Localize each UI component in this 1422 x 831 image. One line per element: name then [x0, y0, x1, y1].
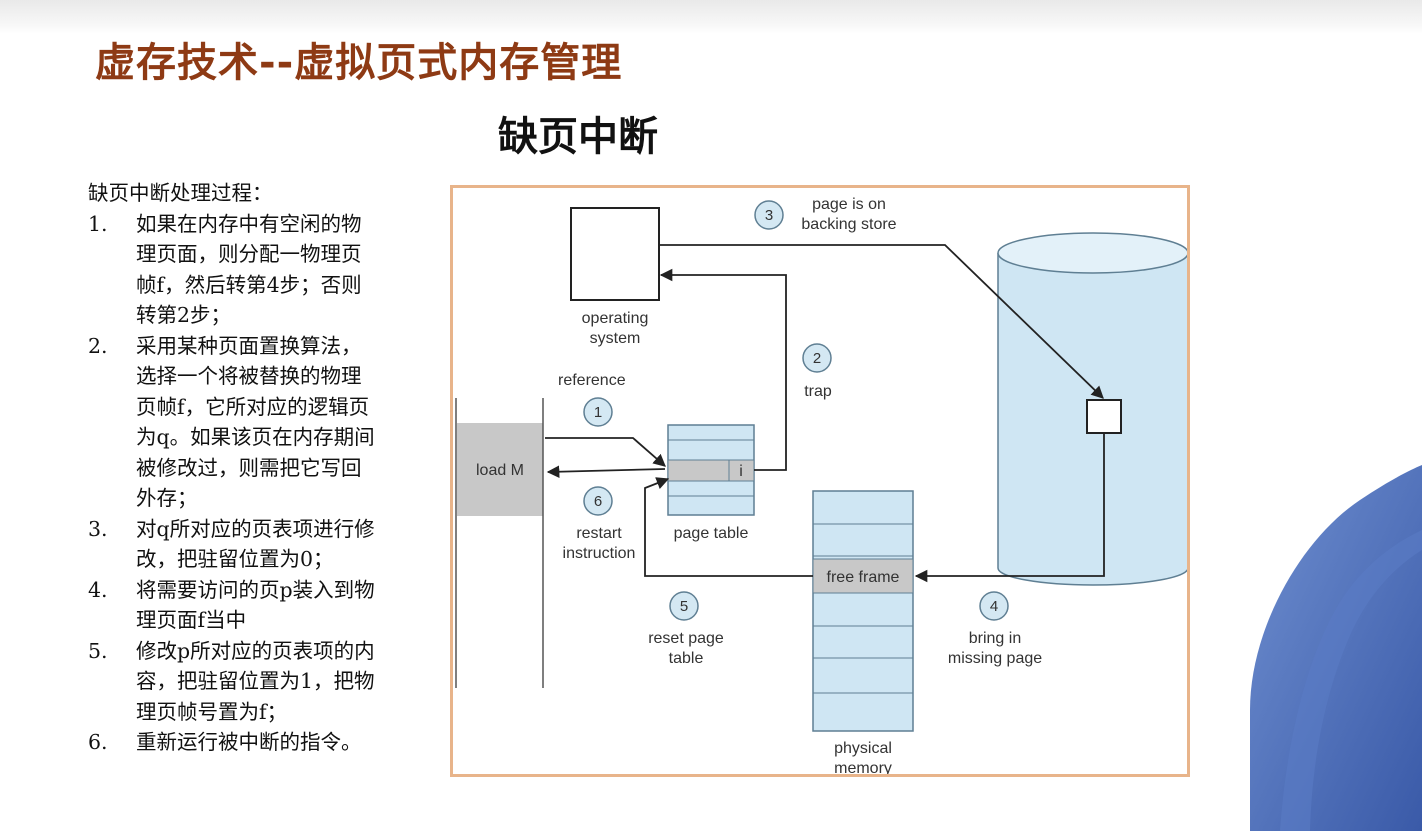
svg-text:3: 3 — [765, 207, 773, 224]
missing-page-box — [1086, 399, 1122, 434]
svg-text:6: 6 — [594, 493, 602, 510]
step-number: 3. — [88, 516, 108, 541]
step-line: 被修改过，则需把它写回 — [136, 455, 362, 480]
steps-list: 1. 如果在内存中有空闲的物理页面，则分配一物理页帧f，然后转第4步；否则转第2步… — [88, 209, 440, 758]
step-line: 页帧f，它所对应的逻辑页 — [136, 394, 370, 419]
arrow-reference — [545, 437, 666, 467]
step-item-2: 2. 采用某种页面置换算法， 选择一个将被替换的物理页帧f，它所对应的逻辑页为q。如… — [88, 331, 440, 514]
slide-title: 虚存技术--虚拟页式内存管理 — [95, 40, 623, 86]
step-line: 帧f，然后转第4步；否则 — [136, 272, 362, 297]
svg-text:1: 1 — [594, 404, 602, 421]
page-table-label: page table — [674, 525, 749, 542]
step-item-5: 5. 修改p所对应的页表项的内容，把驻留位置为1，把物理页帧号置为f； — [88, 636, 440, 728]
svg-text:4: 4 — [990, 598, 998, 615]
step-item-1: 1. 如果在内存中有空闲的物理页面，则分配一物理页帧f，然后转第4步；否则转第2步… — [88, 209, 440, 331]
os-label-line1: operating — [582, 310, 649, 327]
reset-label-line2: table — [669, 650, 704, 667]
physical-label-line2: memory — [834, 760, 892, 774]
physical-label-line1: physical — [834, 740, 892, 757]
arrow-bring-in — [914, 433, 1105, 583]
physical-memory — [812, 490, 914, 732]
os-box — [570, 207, 660, 301]
steps-panel: 缺页中断处理过程： 1. 如果在内存中有空闲的物理页面，则分配一物理页帧f，然后转… — [88, 178, 440, 758]
diagram-frame: operating system load M reference i page… — [450, 185, 1190, 777]
load-m-label: load M — [476, 462, 524, 479]
step-line: 改，把驻留位置为0； — [136, 547, 334, 571]
step-item-3: 3. 对q所对应的页表项进行修改，把驻留位置为0； — [88, 514, 440, 575]
slide-subtitle: 缺页中断 — [498, 114, 658, 160]
step-number: 6. — [88, 730, 108, 754]
free-frame-label: free frame — [827, 569, 900, 586]
load-m-box — [457, 423, 543, 516]
top-bar — [0, 0, 1422, 34]
step-line: 外存； — [136, 486, 198, 510]
page-fault-diagram: operating system load M reference i page… — [455, 196, 1187, 774]
step-circle-6: 6 — [583, 486, 613, 516]
svg-text:5: 5 — [680, 598, 688, 615]
step-line: 选择一个将被替换的物理 — [136, 364, 362, 388]
step-line: 理页帧号置为f； — [136, 699, 288, 724]
step-circle-4: 4 — [979, 591, 1009, 621]
steps-heading: 缺页中断处理过程： — [88, 181, 273, 205]
step-item-4: 4. 将需要访问的页p装入到物理页面f当中 — [88, 575, 440, 636]
step-number: 5. — [88, 638, 108, 663]
step-line: 修改p所对应的页表项的内 — [136, 638, 375, 663]
reference-label: reference — [558, 372, 626, 389]
step-item-6: 6. 重新运行被中断的指令。 — [88, 727, 440, 758]
step-line: 理页面，则分配一物理页 — [136, 242, 362, 266]
os-label-line2: system — [590, 330, 641, 347]
presenter-image — [1250, 465, 1422, 831]
reset-label-line1: reset page — [648, 630, 724, 647]
step-number: 4. — [88, 577, 108, 602]
step-line: 采用某种页面置换算法， — [136, 333, 362, 358]
step-line: 理页面f当中 — [136, 608, 247, 632]
step-line: 转第2步； — [136, 303, 232, 327]
step-line: 对q所对应的页表项进行修 — [136, 516, 375, 541]
step-circle-5: 5 — [669, 591, 699, 621]
trap-label: trap — [804, 383, 832, 400]
bring-label-line2: missing page — [948, 650, 1042, 667]
step-number: 2. — [88, 333, 108, 358]
arrow-reset-page-table — [644, 477, 813, 577]
backing-label-line1: page is on — [812, 196, 886, 213]
invalid-bit-label: i — [739, 463, 743, 480]
arrow-backing-store — [659, 244, 1104, 399]
step-line: 将需要访问的页p装入到物 — [136, 577, 375, 602]
step-number: 1. — [88, 211, 108, 236]
restart-label-line1: restart — [576, 525, 622, 542]
step-circle-1: 1 — [583, 397, 613, 427]
step-line: 重新运行被中断的指令。 — [136, 730, 362, 754]
backing-label-line2: backing store — [801, 216, 896, 233]
step-line: 如果在内存中有空闲的物 — [136, 211, 362, 236]
bring-label-line1: bring in — [969, 630, 1021, 647]
step-circle-3: 3 — [754, 200, 784, 230]
arrow-trap — [659, 268, 787, 471]
svg-text:2: 2 — [813, 350, 821, 367]
step-line: 为q。如果该页在内存期间 — [136, 425, 375, 449]
step-circle-2: 2 — [802, 343, 832, 373]
step-line: 容，把驻留位置为1，把物 — [136, 669, 375, 693]
restart-label-line2: instruction — [563, 545, 636, 562]
arrow-restart — [546, 465, 666, 479]
